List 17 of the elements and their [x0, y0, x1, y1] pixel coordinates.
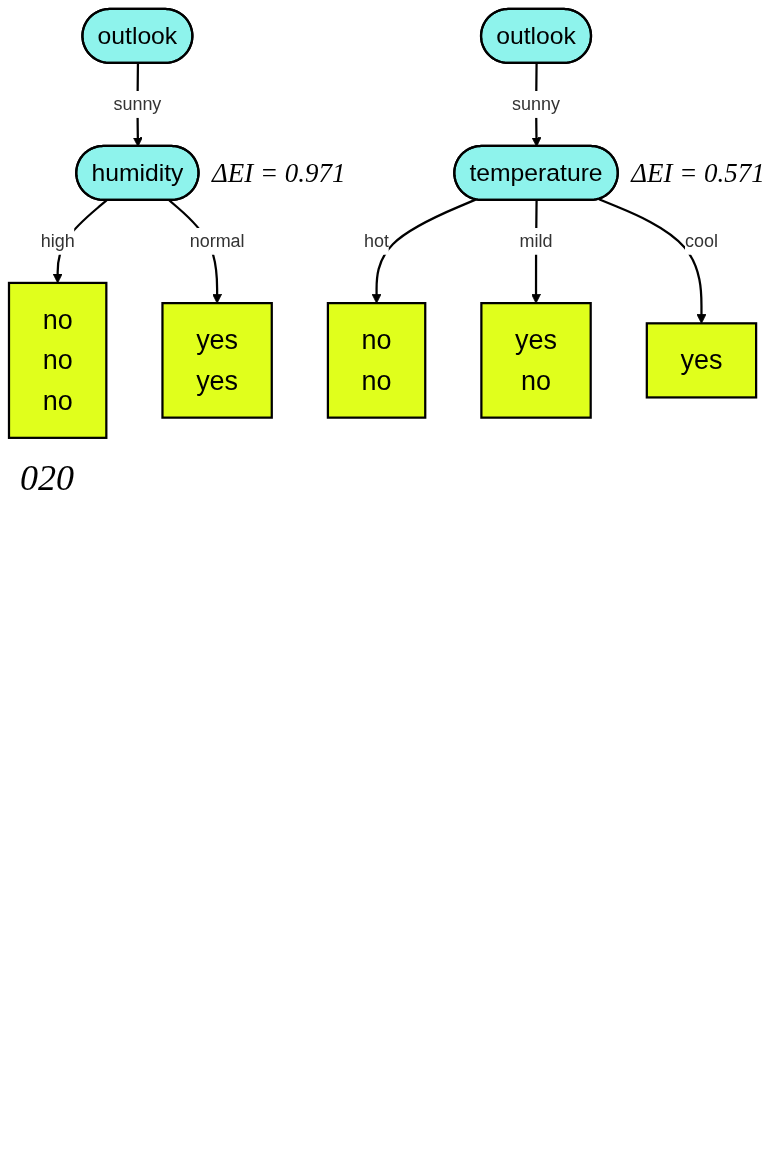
arrow [371, 198, 476, 304]
arrow [598, 198, 707, 324]
node-box: no no no [7, 281, 108, 439]
delta-value-text: ΔEI = 0.571 [631, 157, 765, 188]
delta-value-text: ΔEI = 0.971 [212, 157, 346, 188]
edge-label: sunny [512, 94, 560, 114]
note-text: 020 [20, 457, 74, 498]
edge-label: mild [519, 231, 553, 251]
edge-label: cool [684, 231, 718, 251]
edge-label: sunny [113, 94, 162, 114]
edge-label: high [40, 231, 75, 251]
node-box: yes [645, 322, 758, 399]
node-box: yes yes [161, 302, 273, 419]
node-box: yes no [480, 302, 592, 419]
edge-label: hot [364, 231, 390, 251]
node-box: no no [326, 302, 427, 419]
edge-label: normal [189, 231, 245, 251]
